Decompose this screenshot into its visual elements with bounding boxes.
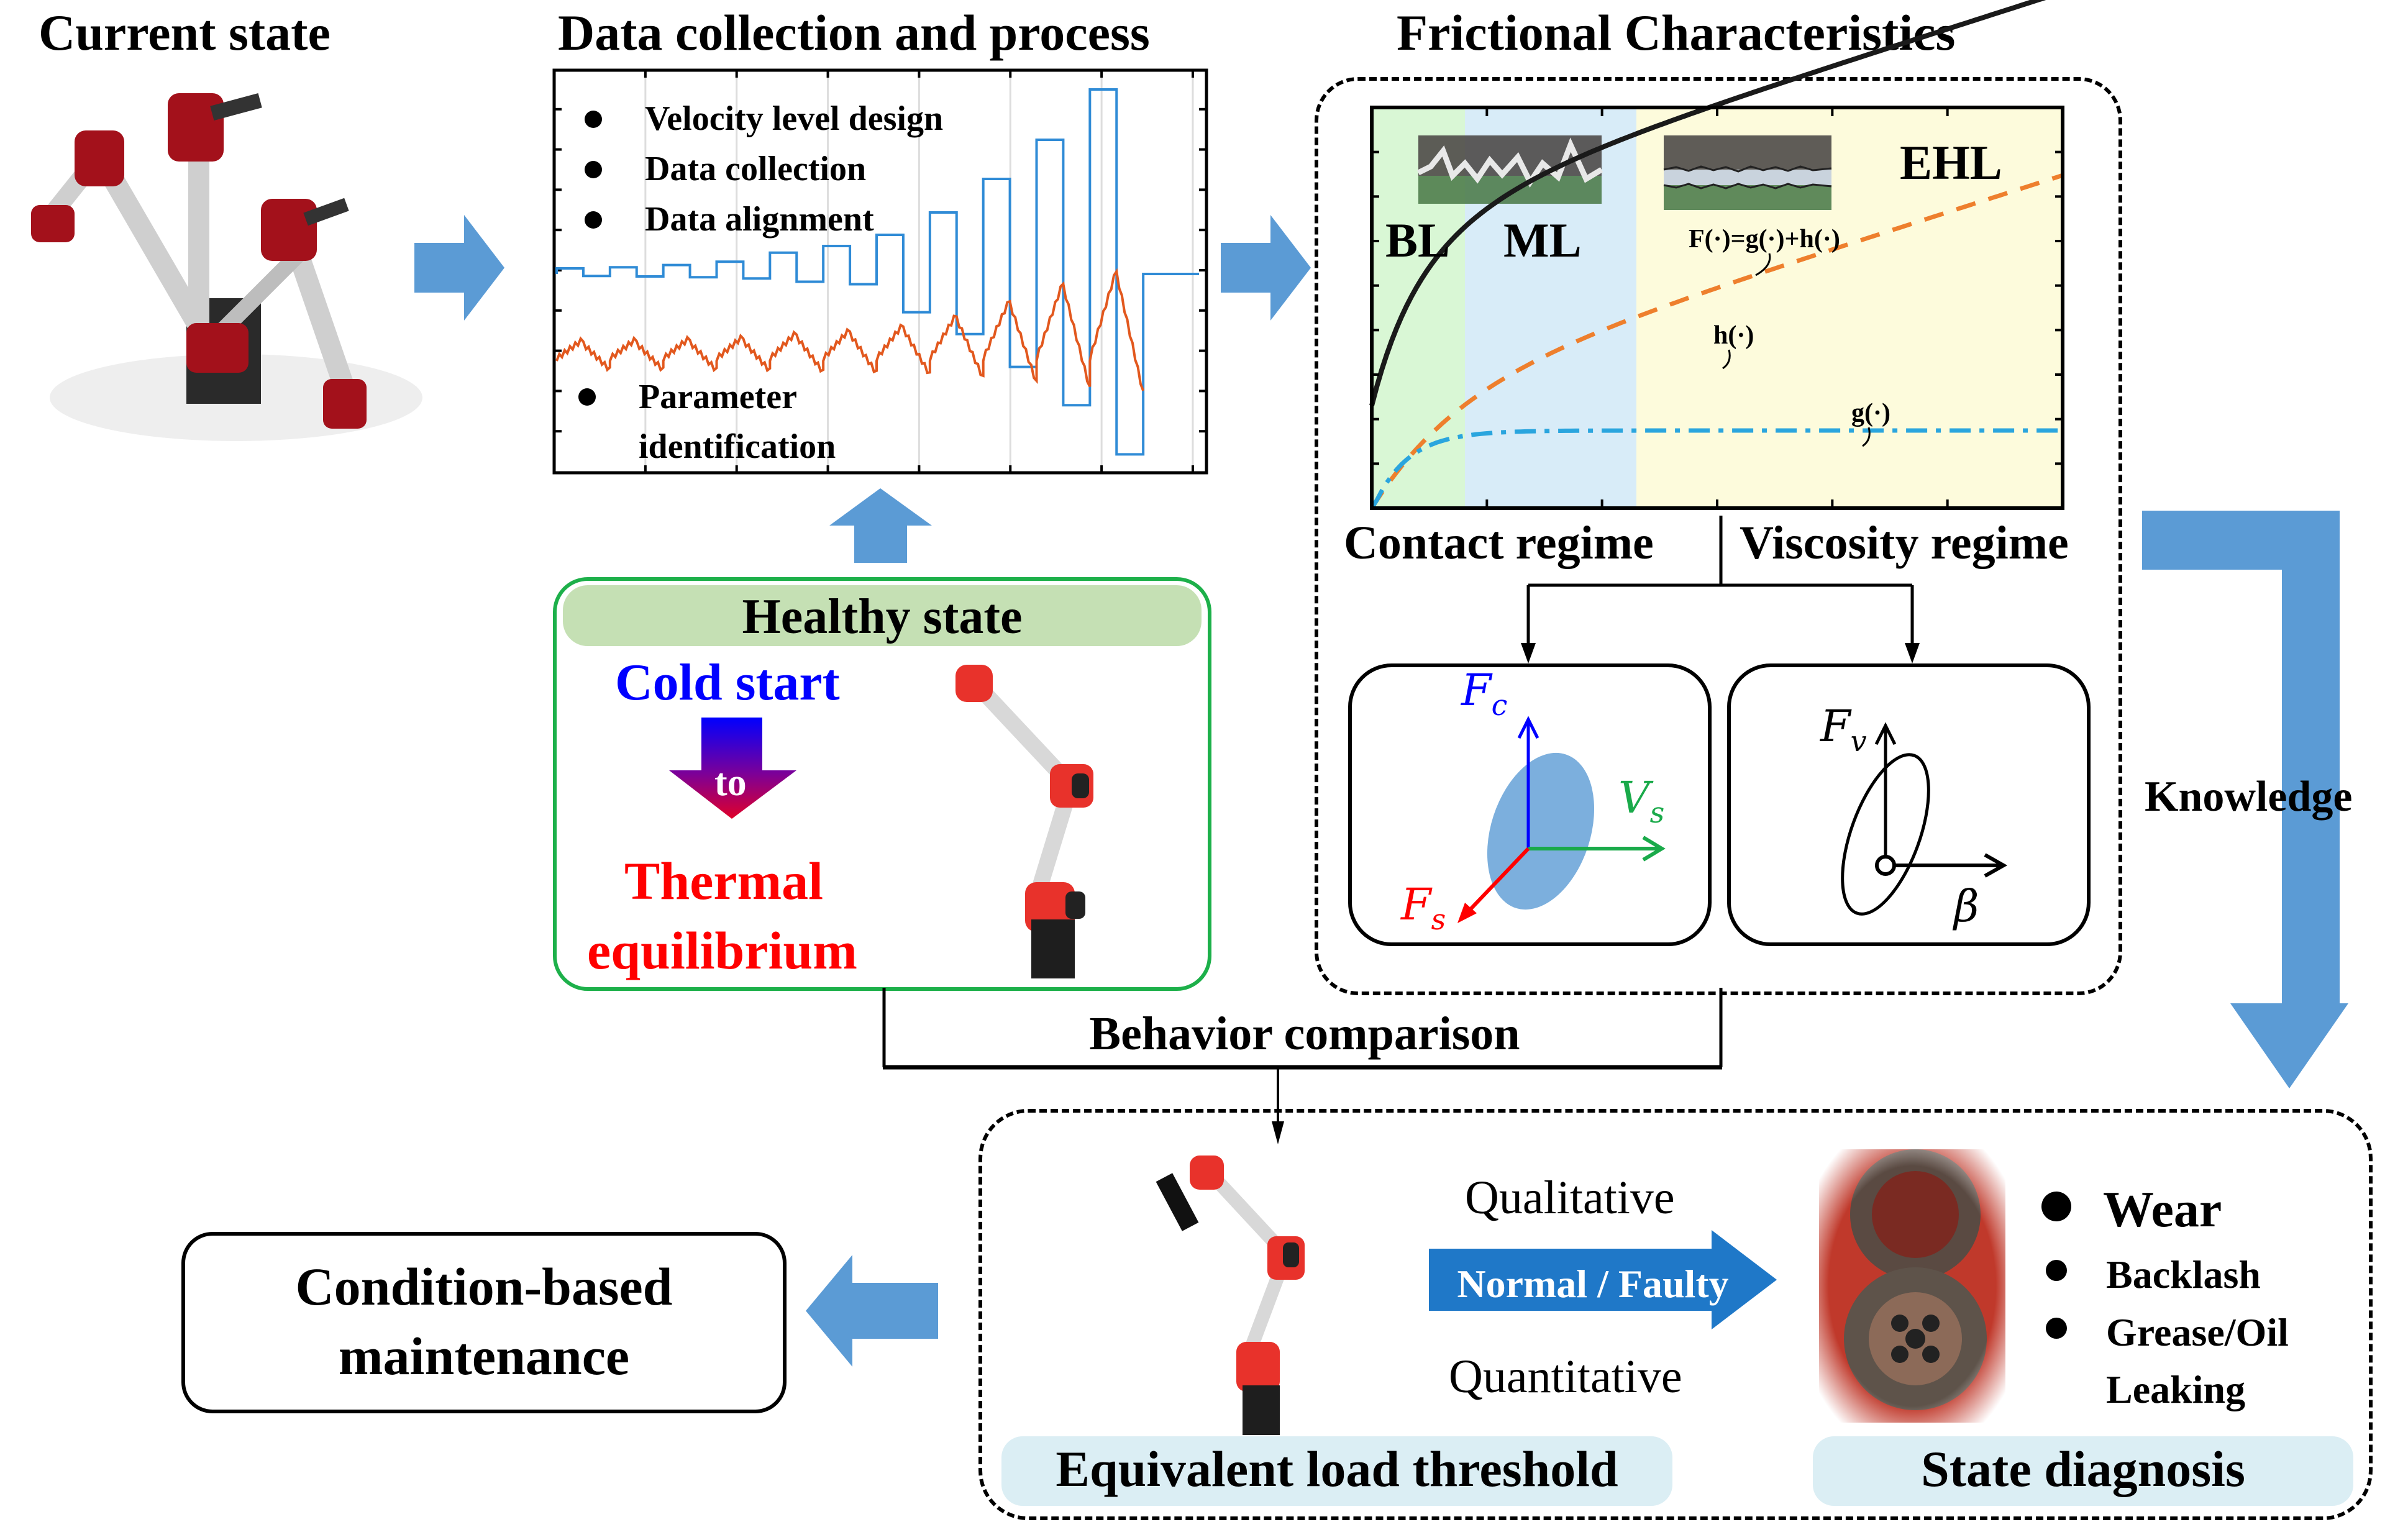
chart-gridlines: [644, 71, 1194, 472]
h-pointer-icon: [1722, 349, 1731, 370]
knowledge-label: Knowledge: [2145, 773, 2353, 821]
state-diagnosis-caption: State diagnosis: [1921, 1441, 2245, 1497]
current-state-title: Current state: [39, 4, 331, 61]
step-data-collection: Data collection: [645, 150, 866, 188]
diagnosis-dashed-box: [978, 1109, 2373, 1520]
robot-healthy-image: [955, 665, 1093, 978]
bullet-icon: [585, 161, 602, 178]
healthy-state-header: [563, 585, 1202, 646]
arrow-left-maintenance: [806, 1255, 938, 1367]
bullet-icon: [2046, 1260, 2067, 1281]
behavior-comparison-connector: [882, 988, 1723, 1144]
equivalent-load-caption: Equivalent load threshold: [1056, 1441, 1618, 1497]
viscosity-axes-diagram: Fv β: [1819, 701, 2008, 932]
equilibrium-label: equilibrium: [587, 921, 857, 980]
step-velocity-level-design: Velocity level design: [645, 99, 943, 138]
g-curve-label: g(·): [1851, 399, 1890, 427]
friction-series-line: [555, 268, 1145, 391]
F-curve: [1369, 0, 2046, 407]
origin-marker: [1875, 855, 1896, 876]
healthy-state-title: Healthy state: [742, 590, 1023, 644]
bullet-icon: [2041, 1192, 2071, 1221]
h-curve: [1370, 173, 2064, 509]
frictional-dashed-box: [1315, 77, 2122, 995]
plot-ticks: [1372, 107, 2063, 508]
viscosity-regime-label: Viscosity regime: [1740, 517, 2069, 569]
arrow-right-2: [1221, 215, 1311, 321]
gear-photo-image: [1813, 1143, 2012, 1429]
quantitative-label: Quantitative: [1449, 1351, 1682, 1403]
condition-based-maintenance-box: [181, 1232, 787, 1413]
contact-regime-label: Contact regime: [1344, 517, 1654, 569]
healthy-state-box: [553, 577, 1211, 991]
bullet-wear: Wear: [2103, 1181, 2222, 1238]
contact-axes-diagram: Fc Vs Fs: [1400, 665, 1666, 936]
state-diagnosis-caption-bg: [1813, 1436, 2353, 1506]
surface-rough-icon: [1416, 135, 1603, 204]
maintenance-line1: Condition-based: [295, 1257, 673, 1316]
data-collection-title: Data collection and process: [558, 4, 1150, 61]
chart-ticks: [555, 71, 1205, 472]
contact-regime-box: [1348, 663, 1712, 946]
to-label: to: [714, 762, 747, 804]
arrow-right-1: [414, 215, 504, 321]
surface-lubricated-icon: [1663, 135, 1832, 210]
fv-label: Fv: [1819, 701, 1867, 758]
normal-faulty-label: Normal / Faulty: [1457, 1262, 1729, 1306]
beta-label: β: [1952, 881, 1979, 932]
equivalent-load-caption-bg: [1001, 1436, 1672, 1506]
data-collection-chart: Velocity level design Data collection Da…: [552, 68, 1208, 475]
h-curve-label: h(·): [1713, 321, 1754, 350]
g-curve: [1370, 428, 2063, 509]
maintenance-line2: maintenance: [338, 1326, 630, 1386]
vs-label: Vs: [1618, 772, 1664, 829]
step-identification: identification: [639, 427, 836, 466]
bullet-icon: [578, 388, 596, 406]
viscosity-ellipse: [1841, 753, 1930, 916]
contact-ellipse: [1487, 752, 1595, 910]
behavior-comparison-label: Behavior comparison: [1089, 1008, 1520, 1060]
arrow-up-healthy: [829, 488, 932, 563]
step-bullets: [578, 111, 602, 406]
robot-equivalent-load-image: [1156, 1156, 1305, 1435]
frictional-title: Frictional Characteristics: [1397, 4, 1956, 61]
step-data-alignment: Data alignment: [645, 200, 874, 239]
g-pointer-icon: [1862, 427, 1871, 447]
qualitative-label: Qualitative: [1465, 1172, 1675, 1224]
region-label-ml: ML: [1503, 213, 1582, 267]
F-curve-label: F(·)=g(·)+h(·): [1689, 225, 1840, 253]
diagnosis-bullets: [2041, 1192, 2071, 1339]
viscosity-regime-box: [1727, 663, 2091, 946]
regime-split-connector: [1521, 516, 1920, 663]
bullet-backlash: Backlash: [2106, 1252, 2261, 1297]
normal-faulty-arrow: [1429, 1230, 1777, 1329]
bullet-grease-oil: Grease/Oil: [2106, 1310, 2289, 1354]
cold-start-label: Cold start: [615, 654, 840, 711]
robot-current-state-image: [31, 93, 422, 441]
bullet-icon: [2046, 1318, 2067, 1339]
bullet-leaking: Leaking: [2106, 1367, 2246, 1411]
bullet-icon: [585, 211, 602, 229]
thermal-label: Thermal: [624, 851, 824, 911]
step-parameter: Parameter: [639, 378, 797, 416]
friction-stribeck-plot: BL ML EHL F(·)=g(·)+h(·) h(·) g(·): [1369, 0, 2064, 510]
region-label-bl: BL: [1385, 213, 1450, 267]
F-pointer-icon: [1755, 253, 1771, 276]
bullet-icon: [585, 111, 602, 128]
fc-label: Fc: [1460, 665, 1507, 722]
velocity-series-line: [555, 88, 1199, 456]
cold-to-thermal-arrow: [669, 718, 796, 819]
fs-label: Fs: [1400, 879, 1446, 936]
region-label-ehl: EHL: [1900, 135, 2002, 189]
knowledge-arrow: [2142, 511, 2348, 1088]
